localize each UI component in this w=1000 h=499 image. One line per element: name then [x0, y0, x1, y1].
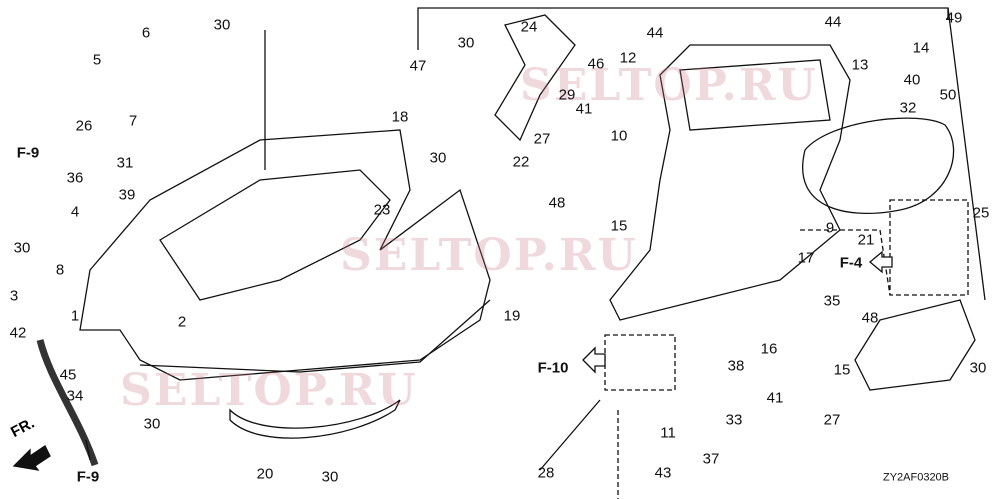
mount-case	[609, 44, 851, 321]
cover-lip	[139, 299, 491, 373]
side-shield	[854, 299, 976, 391]
group-bracket-line	[417, 7, 986, 301]
ref-box	[604, 334, 676, 391]
part-number-label: 27	[823, 411, 841, 429]
part-number-label: 17	[797, 249, 815, 267]
figure-reference-label: F-10	[537, 359, 569, 377]
part-number-label: 44	[824, 13, 842, 31]
part-number-label: 22	[512, 153, 530, 171]
diagram-code: ZY2AF0320B	[882, 471, 950, 484]
part-number-label: 29	[558, 86, 576, 104]
part-number-label: 30	[143, 415, 161, 433]
part-number-label: 35	[823, 292, 841, 310]
part-number-label: 32	[899, 99, 917, 117]
part-number-label: 48	[861, 309, 879, 327]
part-number-label: 31	[116, 154, 134, 172]
gasket	[802, 117, 955, 215]
part-number-label: 10	[610, 127, 628, 145]
part-number-label: 42	[9, 324, 27, 342]
part-number-label: 2	[177, 313, 187, 331]
part-number-label: 24	[520, 18, 538, 36]
part-number-label: 5	[92, 51, 102, 69]
part-number-label: 6	[141, 24, 151, 42]
lower-engine-cover	[79, 129, 491, 381]
ref-arrow	[582, 346, 606, 374]
part-number-label: 28	[537, 464, 555, 482]
part-number-label: 27	[533, 130, 551, 148]
bracket	[494, 14, 576, 142]
part-number-label: 30	[457, 34, 475, 52]
part-number-label: 11	[660, 424, 676, 442]
part-number-label: 41	[766, 389, 784, 407]
part-number-label: 3	[9, 287, 19, 305]
part-number-label: 19	[503, 307, 521, 325]
figure-reference-label: F-4	[839, 254, 863, 272]
part-number-label: 15	[610, 217, 628, 235]
part-number-label: 30	[213, 16, 231, 34]
under-cover-seal	[229, 399, 401, 439]
watermark: SELTOP.RU	[520, 60, 818, 111]
part-number-label: 18	[391, 108, 409, 126]
dashed-leader	[800, 229, 891, 296]
part-number-label: 13	[851, 56, 869, 74]
part-number-label: 34	[66, 387, 84, 405]
part-number-label: 41	[575, 100, 593, 118]
part-number-label: 48	[548, 194, 566, 212]
part-number-label: 21	[857, 231, 875, 249]
water-pump-box	[889, 199, 969, 296]
figure-reference-label: F-9	[16, 144, 40, 162]
part-number-label: 37	[702, 450, 720, 468]
part-number-label: 36	[66, 169, 84, 187]
part-number-label: 30	[13, 239, 31, 257]
part-number-label: 15	[833, 361, 851, 379]
part-number-label: 47	[409, 57, 427, 75]
part-number-label: 50	[939, 86, 957, 104]
ref-arrow	[868, 250, 893, 274]
part-number-label: 14	[912, 39, 930, 57]
part-number-label: 7	[128, 112, 138, 130]
part-number-label: 20	[256, 465, 274, 483]
part-number-label: 9	[825, 219, 835, 237]
cover-inner-rim	[159, 169, 391, 301]
figure-reference-label: F-9	[76, 468, 100, 486]
part-number-label: 1	[70, 307, 80, 325]
watermark: SELTOP.RU	[120, 365, 418, 416]
part-number-label: 30	[321, 468, 339, 486]
part-number-label: 30	[429, 149, 447, 167]
part-number-label: 46	[587, 55, 605, 73]
part-number-label: 25	[972, 204, 990, 222]
part-number-label: 26	[75, 117, 93, 135]
drain-hose	[36, 339, 99, 467]
part-number-label: 8	[55, 261, 65, 279]
part-number-label: 4	[70, 203, 80, 221]
part-number-label: 30	[969, 359, 987, 377]
part-number-label: 45	[59, 366, 77, 384]
part-number-label: 33	[725, 411, 743, 429]
watermark: SELTOP.RU	[340, 230, 638, 281]
mount-case-inner	[679, 59, 831, 131]
part-number-label: 16	[760, 340, 778, 358]
part-number-label: 44	[646, 24, 664, 42]
part-number-label: 43	[654, 464, 672, 482]
part-number-label: 49	[945, 9, 963, 27]
part-number-label: 38	[727, 357, 745, 375]
part-number-label: 23	[373, 201, 391, 219]
part-number-label: 12	[619, 49, 637, 67]
part-number-label: 39	[118, 186, 136, 204]
part-number-label: 40	[903, 71, 921, 89]
front-arrow	[12, 445, 51, 471]
